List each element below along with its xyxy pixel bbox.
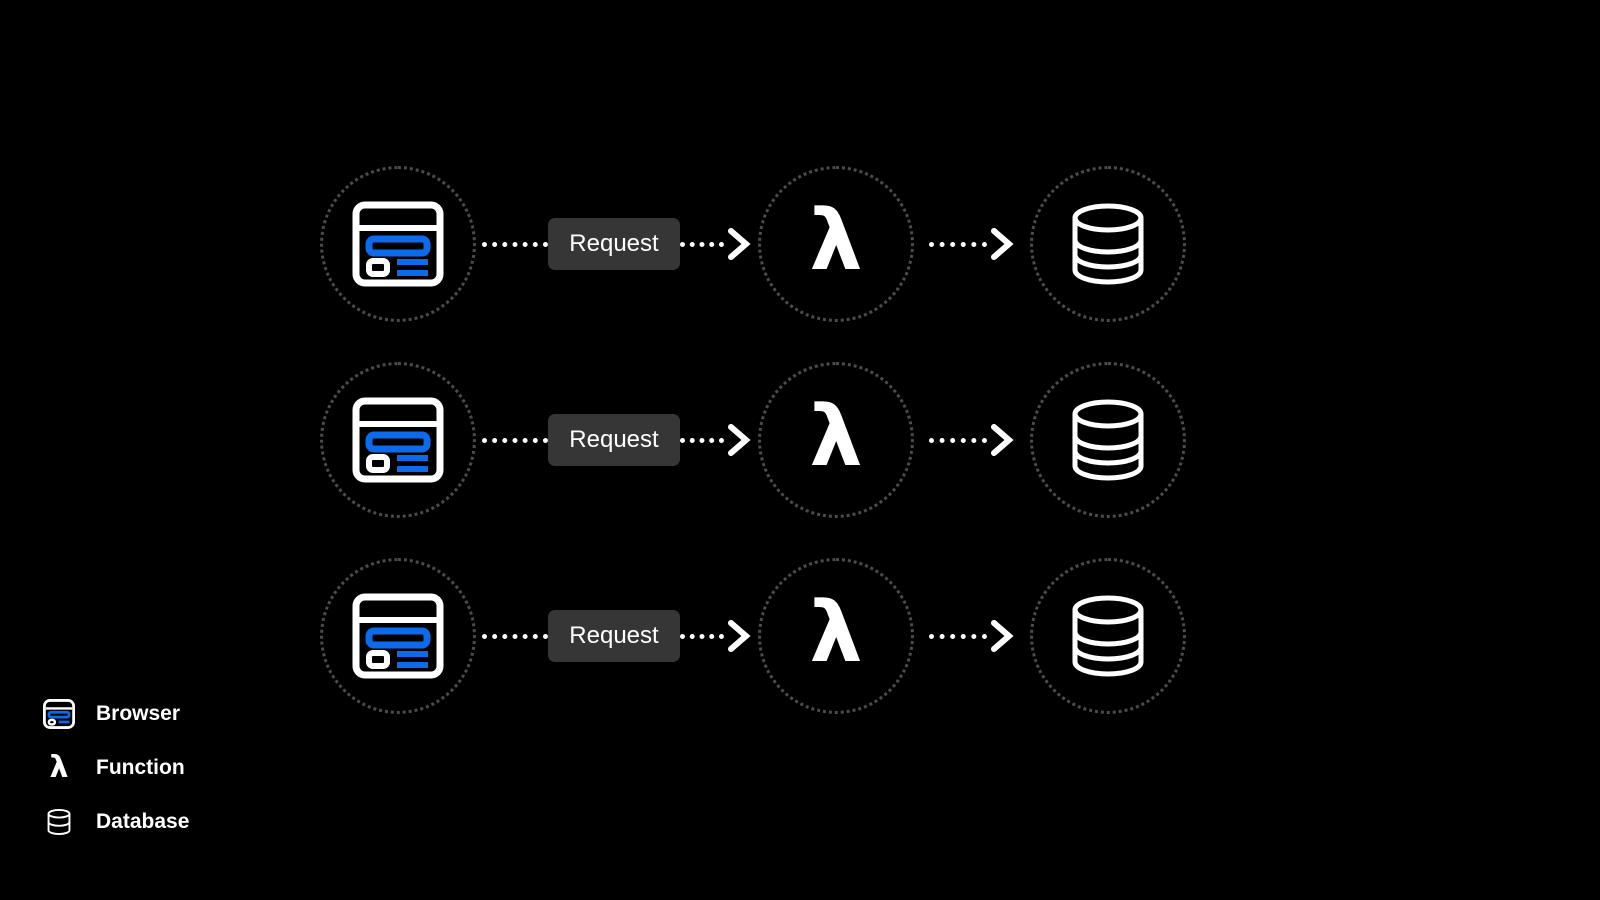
lambda-glyph: λ [49, 750, 69, 785]
flow-row: Request λ [320, 536, 1240, 736]
function-node[interactable]: λ [758, 166, 914, 322]
dotted-line-segment [679, 633, 724, 639]
arrowhead-icon [991, 620, 1014, 652]
lambda-icon: λ [809, 394, 862, 482]
dotted-line-segment [679, 437, 724, 443]
arrowhead-icon [727, 228, 751, 260]
request-label: Request [548, 218, 680, 270]
database-node[interactable] [1030, 362, 1186, 518]
function-to-database-connector [914, 606, 1030, 666]
legend-item-browser: Browser [40, 698, 189, 730]
lambda-glyph: λ [809, 387, 863, 485]
browser-icon [352, 201, 444, 287]
database-icon [1067, 397, 1149, 483]
browser-node[interactable] [320, 166, 476, 322]
browser-node[interactable] [320, 362, 476, 518]
function-node[interactable]: λ [758, 362, 914, 518]
arrowhead-icon [727, 424, 751, 456]
browser-icon [352, 397, 444, 483]
database-icon [1067, 593, 1149, 679]
legend-label: Browser [96, 702, 181, 725]
legend-label: Database [96, 810, 190, 833]
dotted-line-segment [482, 633, 549, 639]
dotted-line-segment [482, 241, 549, 247]
dotted-line-segment [929, 633, 987, 639]
browser-icon [352, 593, 444, 679]
function-node[interactable]: λ [758, 558, 914, 714]
dotted-line-segment [482, 437, 549, 443]
dotted-line-segment [929, 241, 987, 247]
legend: Browser λ Function Database [40, 698, 189, 838]
lambda-icon: λ [40, 753, 78, 783]
legend-item-function: λ Function [40, 752, 189, 784]
database-icon [40, 808, 78, 836]
lambda-icon: λ [809, 198, 862, 286]
browser-to-function-connector: Request [476, 606, 758, 666]
dotted-line-segment [679, 241, 724, 247]
browser-node[interactable] [320, 558, 476, 714]
function-to-database-connector [914, 410, 1030, 470]
lambda-icon: λ [809, 590, 862, 678]
legend-label: Function [96, 756, 185, 779]
database-node[interactable] [1030, 558, 1186, 714]
flow-row: Request λ [320, 144, 1240, 344]
database-icon [1067, 201, 1149, 287]
request-label: Request [548, 610, 680, 662]
flow-row: Request λ [320, 340, 1240, 540]
request-label: Request [548, 414, 680, 466]
arrowhead-icon [727, 620, 751, 652]
database-node[interactable] [1030, 166, 1186, 322]
arrowhead-icon [991, 228, 1014, 260]
lambda-glyph: λ [809, 191, 863, 289]
browser-to-function-connector: Request [476, 214, 758, 274]
function-to-database-connector [914, 214, 1030, 274]
browser-icon [40, 699, 78, 729]
arrowhead-icon [991, 424, 1014, 456]
lambda-glyph: λ [809, 583, 863, 681]
dotted-line-segment [929, 437, 987, 443]
browser-to-function-connector: Request [476, 410, 758, 470]
legend-item-database: Database [40, 806, 189, 838]
